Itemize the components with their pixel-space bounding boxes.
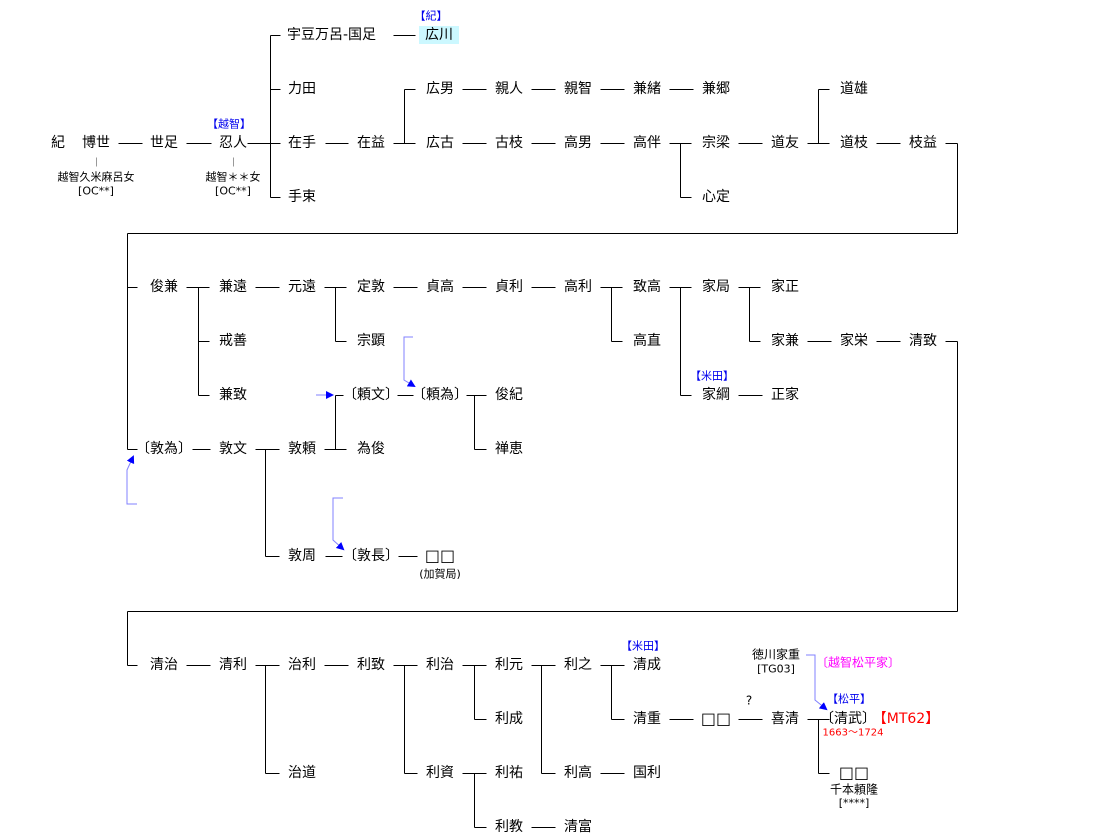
person-node: 敦周 [288,548,316,564]
person-node: 清治 [150,657,178,673]
person-node: 治道 [288,765,316,781]
person-node: 利高 [564,765,592,781]
person-node: 心定 [702,189,730,205]
person-node: 道雄 [840,81,868,97]
family-label: 〔越智松平家〕 [815,655,901,670]
person-node: 親人 [495,81,523,97]
person-node: 家綱 [702,387,730,403]
person-node: 高直 [633,333,661,349]
person-code: 【MT62】 [872,711,940,727]
person-node: 〔頼文〕 [343,387,399,403]
person-node: 紀 [51,135,65,151]
person-node: 俊紀 [495,387,523,403]
lifespan: 1663～1724 [822,727,884,739]
person-node: 高利 [564,279,592,295]
person-node: 正家 [771,387,799,403]
person-node: 兼緒 [633,81,661,97]
person-node: 〔頼為〕 [412,387,468,403]
person-node: 〔敦為〕 [136,441,192,457]
person-node: 高伴 [633,135,661,151]
person-node: 国利 [633,765,661,781]
person-node: 利資 [426,765,454,781]
person-node: 元遠 [288,279,316,295]
adoption-arrow [403,336,416,388]
person-node: 治利 [288,657,316,673]
person-node: 家栄 [840,333,868,349]
person-node: 徳川家重 [751,647,801,662]
person-node: 古枝 [495,135,523,151]
person-node: 敦文 [219,441,247,457]
spouse-note: 越智＊＊女 [205,170,261,184]
person-node: 為俊 [357,441,385,457]
person-node: 利教 [495,819,523,835]
clan-tag: 【越智】 [207,117,251,131]
person-node: 家兼 [771,333,799,349]
person-node: 喜清 [771,711,799,727]
person-node: 兼遠 [219,279,247,295]
person-node: 清成 [633,657,661,673]
person-node: 利成 [495,711,523,727]
person-node: 清重 [633,711,661,727]
person-node: 親智 [564,81,592,97]
person-node: 戒善 [219,333,247,349]
spouse-code: [OC**] [78,184,114,198]
person-note: 千本頼隆 [829,782,879,797]
person-node: 兼致 [219,387,247,403]
person-node: 広古 [426,135,454,151]
person-node: 利治 [426,657,454,673]
person-node: 貞利 [495,279,523,295]
person-node: 力田 [288,81,316,97]
person-node: 利祐 [495,765,523,781]
person-node: 道枝 [840,135,868,151]
person-node: 在益 [357,135,385,151]
person-node: 道友 [771,135,799,151]
adoption-arrow [332,497,345,551]
person-node: 広男 [426,81,454,97]
person-node: 宗梁 [702,135,730,151]
person-node: 家正 [771,279,799,295]
person-node: 枝益 [909,135,937,151]
uncertain-mark: ? [745,693,753,708]
person-node: 世足 [150,135,178,151]
clan-tag: 【米田】 [621,639,665,653]
person-node: 〔清武〕 [820,711,876,727]
person-node: 宗顕 [357,333,385,349]
person-node-unknown: □□ [838,763,870,782]
person-node: 兼郷 [702,81,730,97]
adoption-arrow [126,455,137,505]
spouse-code: [OC**] [215,184,251,198]
person-node: 利之 [564,657,592,673]
person-node: 高男 [564,135,592,151]
person-node: 宇豆万呂‐国足 [287,27,377,43]
person-code: [****] [838,796,870,810]
person-node: 博世 [82,135,110,151]
person-node: 在手 [288,135,316,151]
person-node: 清利 [219,657,247,673]
person-node: 俊兼 [150,279,178,295]
adoption-arrow [806,654,828,711]
clan-tag: 【米田】 [690,369,734,383]
person-note: (加賀局) [419,567,461,581]
person-node: 家局 [702,279,730,295]
person-node: 忍人 [219,135,247,151]
person-node: 利元 [495,657,523,673]
person-node-unknown: □□ [424,546,456,565]
person-code: [TG03] [757,662,795,676]
clan-tag: 【紀】 [414,9,448,23]
person-node: 利致 [357,657,385,673]
person-node: 定敦 [357,279,385,295]
person-node-highlighted: 広川 [419,26,459,44]
person-node: 清富 [564,819,592,835]
person-node-unknown: □□ [700,709,732,728]
person-node: 〔敦長〕 [343,548,399,564]
person-node: 致高 [633,279,661,295]
person-node: 敦頼 [288,441,316,457]
person-node: 清致 [909,333,937,349]
spouse-note: 越智久米麻呂女 [57,170,135,184]
person-node: 手束 [288,189,316,205]
person-node: 貞高 [426,279,454,295]
clan-tag: 【松平】 [827,692,871,706]
person-node: 禅恵 [495,441,523,457]
